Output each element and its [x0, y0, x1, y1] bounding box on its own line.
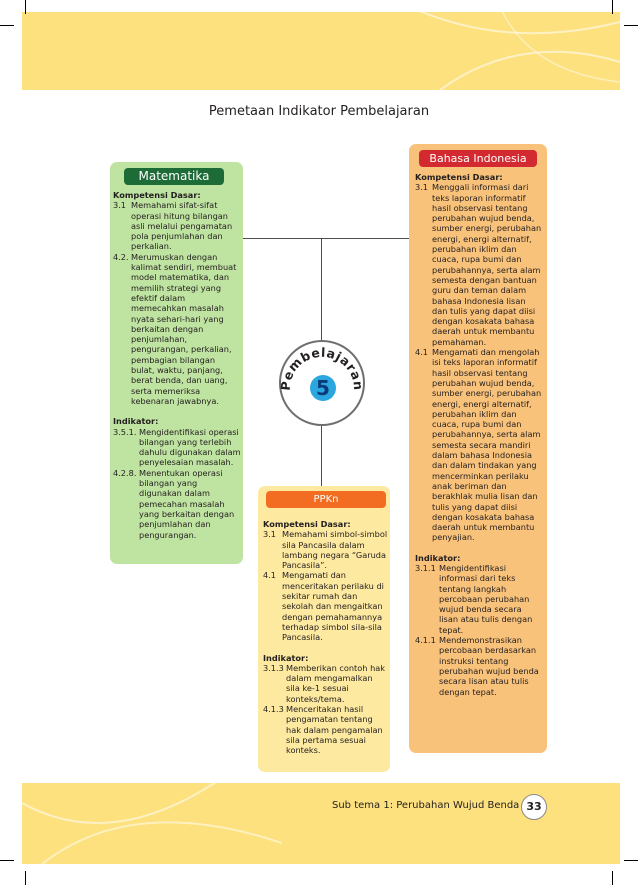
- top-decorative-band: [22, 12, 620, 90]
- indikator-number: 3.1.1: [415, 562, 436, 573]
- indikator-number: 3.5.1.: [113, 426, 137, 437]
- page-title: Pemetaan Indikator Pembelajaran: [208, 104, 430, 119]
- kd-item: 3.1 Memahami simbol-simbol sila Pancasil…: [263, 529, 388, 570]
- crop-mark: [0, 25, 14, 26]
- bahasa-indonesia-box: Bahasa Indonesia Kompetensi Dasar: 3.1 M…: [409, 144, 547, 753]
- indikator-item: 4.2.8. Menentukan operasi bilangan yang …: [113, 468, 241, 540]
- bahasa-indonesia-content: Kompetensi Dasar: 3.1 Menggali informasi…: [415, 172, 543, 697]
- kd-number: 4.2.: [113, 251, 129, 262]
- connector-line: [321, 426, 322, 486]
- pembelajaran-badge: Pembelajaran 5: [279, 340, 365, 426]
- kd-text: Memahami simbol-simbol sila Pancasila da…: [282, 529, 388, 571]
- indikator-number: 3.1.3: [263, 662, 284, 673]
- kd-label: Kompetensi Dasar:: [113, 190, 201, 200]
- indikator-text: Menceritakan hasil pengamatan tentang ha…: [286, 704, 383, 756]
- crop-mark: [612, 0, 613, 14]
- crop-mark: [0, 860, 14, 861]
- kd-number: 4.1: [415, 347, 429, 358]
- kd-text: Menggali informasi dari teks laporan inf…: [432, 182, 542, 347]
- ppkn-heading: PPKn: [266, 491, 386, 508]
- kd-text: Mengamati dan mengolah isi teks laporan …: [432, 347, 542, 543]
- indikator-item: 3.5.1. Mengidentifikasi operasi bilangan…: [113, 427, 241, 468]
- crop-mark: [624, 860, 638, 861]
- crop-mark: [612, 871, 613, 885]
- matematika-content: Kompetensi Dasar: 3.1 Memahami sifat-sif…: [113, 190, 241, 540]
- crop-mark: [25, 871, 26, 885]
- indikator-text: Mengidentifikasi informasi dari teks ten…: [439, 562, 533, 635]
- crop-mark: [624, 25, 638, 26]
- connector-line: [243, 238, 322, 239]
- page-number: 33: [521, 794, 547, 820]
- kd-number: 3.1: [113, 200, 127, 211]
- indikator-text: Memberikan contoh hak dalam mengamalkan …: [286, 662, 386, 704]
- bottom-decorative-band: [22, 783, 620, 864]
- indikator-text: Mengidentifikasi operasi bilangan yang t…: [139, 426, 241, 468]
- kd-label: Kompetensi Dasar:: [415, 172, 503, 182]
- indikator-item: 4.1.1 Mendemonstrasikan percobaan berdas…: [415, 635, 543, 697]
- swirl-decoration-icon: [419, 12, 620, 90]
- matematika-heading: Matematika: [124, 168, 224, 185]
- crop-mark: [25, 0, 26, 14]
- kd-item: 3.1 Menggali informasi dari teks laporan…: [415, 182, 543, 347]
- indikator-label: Indikator:: [263, 652, 309, 663]
- kd-text: Memahami sifat-sifat operasi hitung bila…: [131, 200, 233, 252]
- indikator-number: 4.1.3: [263, 704, 284, 715]
- indikator-number: 4.2.8.: [113, 467, 137, 478]
- connector-line: [321, 238, 322, 340]
- kd-item: 3.1 Memahami sifat-sifat operasi hitung …: [113, 200, 241, 251]
- kd-number: 3.1: [263, 529, 277, 540]
- kd-label: Kompetensi Dasar:: [263, 519, 351, 529]
- kd-number: 3.1: [415, 182, 429, 193]
- indikator-label: Indikator:: [113, 416, 159, 427]
- kd-item: 4.1 Mengamati dan menceritakan perilaku …: [263, 570, 388, 642]
- indikator-text: Menentukan operasi bilangan yang digunak…: [139, 467, 235, 540]
- kd-number: 4.1: [263, 570, 277, 581]
- kd-text: Mengamati dan menceritakan perilaku di s…: [282, 570, 384, 643]
- kd-text: Merumuskan dengan kalimat sendiri, membu…: [131, 251, 237, 406]
- swirl-decoration-icon: [22, 783, 282, 864]
- subtema-label: Sub tema 1: Perubahan Wujud Benda: [332, 800, 520, 811]
- indikator-number: 4.1.1: [415, 635, 436, 646]
- indikator-item: 4.1.3 Menceritakan hasil pengamatan tent…: [263, 704, 388, 755]
- indikator-item: 3.1.1 Mengidentifikasi informasi dari te…: [415, 563, 543, 635]
- kd-item: 4.1 Mengamati dan mengolah isi teks lapo…: [415, 347, 543, 543]
- indikator-label: Indikator:: [415, 552, 461, 563]
- matematika-box: Matematika Kompetensi Dasar: 3.1 Memaham…: [110, 162, 243, 564]
- indikator-text: Mendemonstrasikan percobaan berdasarkan …: [439, 635, 539, 697]
- indikator-item: 3.1.3 Memberikan contoh hak dalam mengam…: [263, 663, 388, 704]
- ppkn-box: PPKn Kompetensi Dasar: 3.1 Memahami simb…: [258, 486, 390, 772]
- pembelajaran-number: 5: [310, 375, 336, 401]
- connector-line: [322, 238, 409, 239]
- ppkn-content: Kompetensi Dasar: 3.1 Memahami simbol-si…: [263, 519, 388, 756]
- kd-item: 4.2. Merumuskan dengan kalimat sendiri, …: [113, 252, 241, 406]
- bahasa-indonesia-heading: Bahasa Indonesia: [419, 150, 537, 167]
